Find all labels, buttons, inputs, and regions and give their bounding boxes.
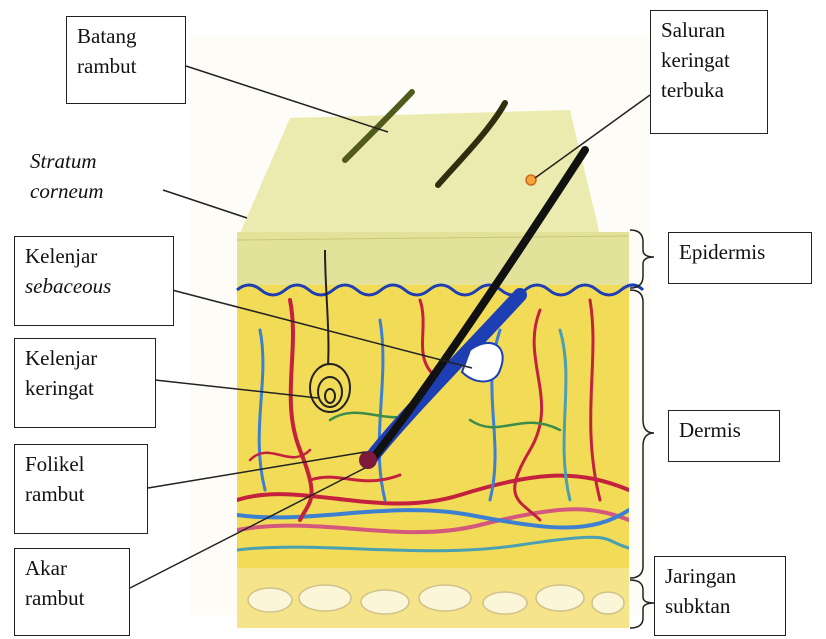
label-jaringan-subkutan: Jaringan subktan (654, 556, 786, 636)
label-kelenjar-keringat: Kelenjar keringat (14, 338, 156, 428)
label-kelenjar-sebaceous: Kelenjar sebaceous (14, 236, 174, 326)
label-stratum-corneum: Stratum corneum (30, 146, 103, 206)
epidermis-layer (237, 232, 629, 290)
stratum-corneum-surface (237, 110, 600, 240)
label-saluran-keringat-terbuka: Saluran keringat terbuka (650, 10, 768, 134)
hair-root-bulb (359, 451, 377, 469)
label-batang-rambut: Batang rambut (66, 16, 186, 104)
label-akar-rambut: Akar rambut (14, 548, 130, 636)
sweat-pore (526, 175, 536, 185)
label-folikel-rambut: Folikel rambut (14, 444, 148, 534)
label-dermis: Dermis (668, 410, 780, 462)
label-epidermis: Epidermis (668, 232, 812, 284)
